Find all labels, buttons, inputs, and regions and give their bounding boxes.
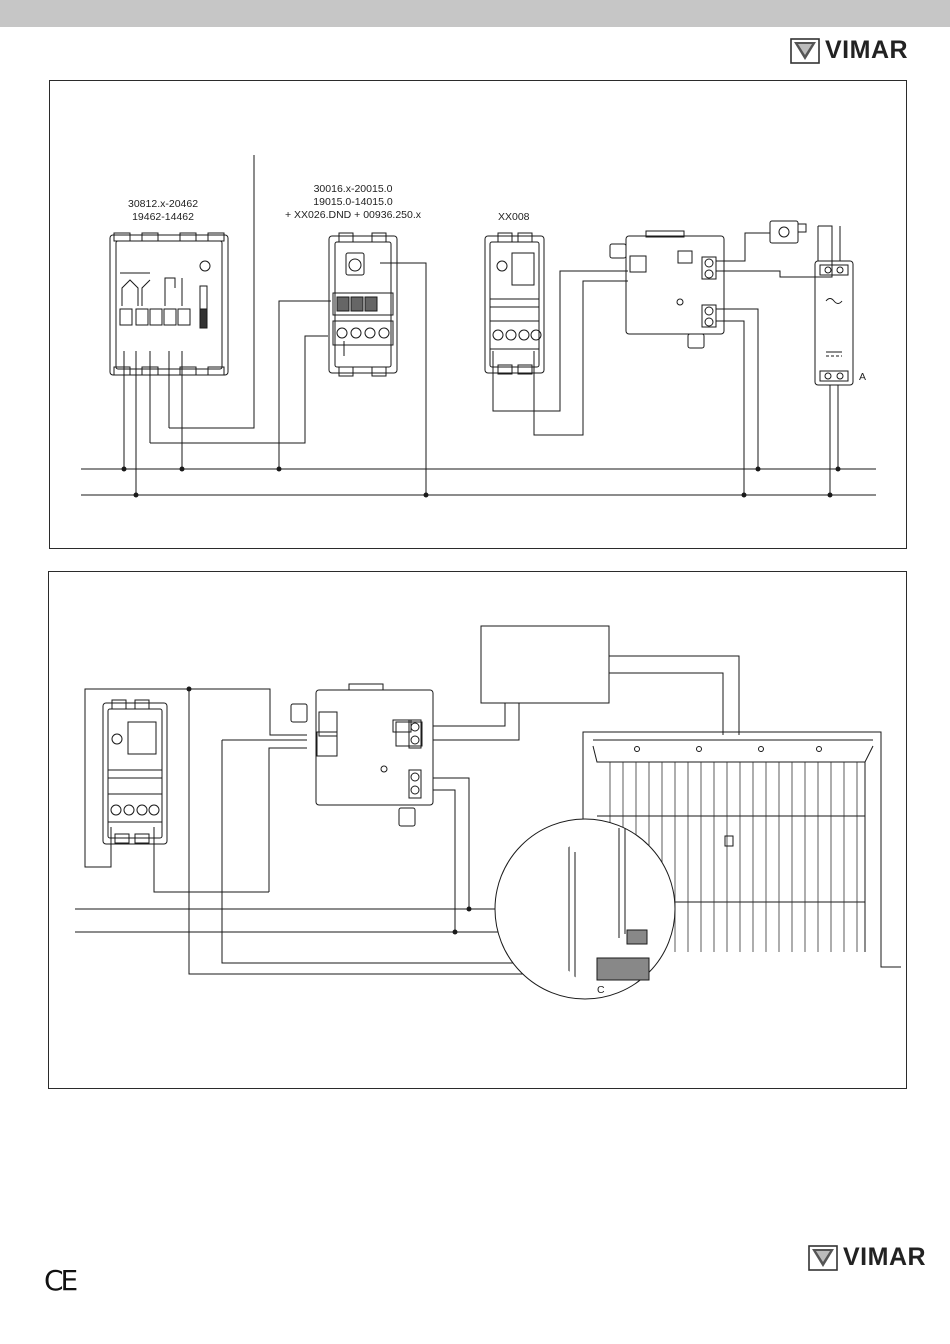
header-band: [0, 0, 950, 27]
ce-mark: CE: [44, 1264, 75, 1297]
device-code-line: 30812.x-20462: [128, 198, 198, 211]
brand-name: VIMAR: [843, 1243, 926, 1272]
device-code-30016: 30016.x-20015.0 19015.0-14015.0 + XX026.…: [285, 183, 421, 222]
wiring-diagram-1: 30812.x-20462 19462-14462 30016.x-20015.…: [49, 80, 907, 549]
detail-label: C: [597, 984, 605, 997]
device-code-line: 19015.0-14015.0: [285, 196, 421, 209]
device-code-xx008: XX008: [498, 211, 530, 224]
wiring-diagram-2: C: [48, 571, 907, 1089]
device-xx008-2: [103, 700, 167, 844]
vimar-logo-bottom: VIMAR: [808, 1243, 926, 1272]
gate-control-unit: [481, 626, 609, 703]
brand-name: VIMAR: [825, 36, 908, 65]
wiring-diagram-1-drawing: [50, 81, 906, 548]
device-code-line: + XX026.DND + 00936.250.x: [285, 209, 421, 222]
device-code-line: 19462-14462: [128, 211, 198, 224]
power-supply-a: [815, 261, 853, 385]
power-supply-label: A: [859, 371, 866, 384]
vimar-logo-icon: [808, 1245, 838, 1271]
wiring-diagram-2-drawing: [49, 572, 906, 1088]
contact-sensor-c: [597, 958, 649, 980]
device-code-line: 30016.x-20015.0: [285, 183, 421, 196]
vimar-logo-icon: [790, 38, 820, 64]
relay-module-1: [610, 231, 724, 348]
vimar-logo-top: VIMAR: [790, 36, 908, 65]
device-30016: [329, 233, 397, 376]
magnetic-contact: [627, 930, 647, 944]
device-code-30812: 30812.x-20462 19462-14462: [128, 198, 198, 224]
device-xx008: [485, 233, 544, 374]
push-button-switch: [770, 221, 806, 243]
relay-module-2: [291, 684, 433, 826]
